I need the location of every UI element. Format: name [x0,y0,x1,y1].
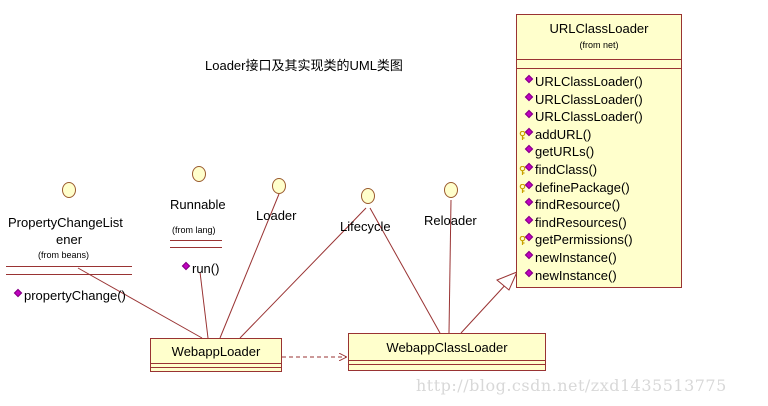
operation-row[interactable]: URLClassLoader() [523,109,643,125]
watermark: http://blog.csdn.net/zxd1435513775 [416,376,727,395]
visibility-marker [519,233,535,246]
property-change-listener-divider-2 [6,274,132,275]
protected-key-icon [519,183,526,193]
public-marker-icon [524,145,534,154]
line-webapploader-loader [219,193,280,339]
webapp-loader-compartment-2 [151,367,281,368]
url-class-loader-name: URLClassLoader [549,21,649,36]
reloader-interface-icon[interactable] [444,182,458,198]
public-marker-icon [524,250,534,260]
operation-row[interactable]: definePackage() [519,179,630,196]
visibility-marker [523,215,535,228]
public-marker-icon [181,261,191,271]
visibility-marker [523,109,535,122]
lifecycle-interface-icon[interactable] [361,188,375,204]
operation-label: URLClassLoader() [535,74,643,89]
operation-row[interactable]: findResource() [523,197,620,213]
loader-interface-icon[interactable] [272,178,286,194]
url-class-loader-class[interactable]: URLClassLoader (from net) URLClassLoader… [516,14,682,288]
visibility-marker [519,162,535,175]
operation-label: newInstance() [535,250,617,265]
operation-row[interactable]: URLClassLoader() [523,74,643,90]
public-marker-icon [524,197,534,207]
url-class-loader-package: (from net) [579,40,619,50]
public-marker-icon [13,288,23,298]
runnable-divider-1 [170,240,222,241]
operation-label: newInstance() [535,267,617,283]
operation-label: findClass() [535,162,598,177]
public-marker-icon [524,162,534,172]
public-marker-icon [524,74,534,84]
runnable-interface-icon[interactable] [192,166,206,182]
operation-label: definePackage() [535,179,630,195]
webapp-class-loader-class[interactable]: WebappClassLoader [348,333,546,371]
operations-compartment [517,68,681,69]
line-webappclassloader-lifecycle [369,207,441,334]
property-change-listener-divider-1 [6,266,132,267]
run-operation[interactable]: run() [180,261,219,277]
webapp-loader-name: WebappLoader [171,344,261,359]
attributes-compartment [517,59,681,60]
operation-row[interactable]: findResources() [523,215,627,231]
operation-row[interactable]: URLClassLoader() [523,92,643,108]
line-webapploader-runnable [199,271,209,339]
public-marker-icon [524,215,534,225]
line-generalization-urlclassloader [460,281,509,334]
public-marker-icon [524,127,534,137]
line-webappclassloader-reloader [448,199,452,334]
reloader-name: Reloader [424,213,477,228]
runnable-package: (from lang) [172,225,216,235]
visibility-marker [523,74,535,87]
property-change-listener-name-line2: ener [56,232,83,247]
operation-label: getPermissions() [535,232,633,248]
visibility-marker [523,145,535,157]
public-marker-icon [524,268,534,277]
line-webapploader-propertychangelistener [77,267,203,339]
operation-label: URLClassLoader() [535,91,643,107]
visibility-marker [523,250,535,263]
operation-label: addURL() [535,126,592,142]
diagram-title: Loader接口及其实现类的UML类图 [205,58,403,73]
protected-key-icon [519,130,526,140]
operation-label: URLClassLoader() [535,109,643,125]
operation-row[interactable]: addURL() [519,126,592,143]
public-marker-icon [524,109,534,119]
operation-row[interactable]: getPermissions() [519,232,633,248]
runnable-divider-2 [170,247,222,248]
operation-row[interactable]: newInstance() [523,250,617,266]
operation-row[interactable]: newInstance() [523,268,617,284]
webapp-loader-class[interactable]: WebappLoader [150,338,282,372]
visibility-marker [523,197,535,210]
property-change-listener-package: (from beans) [38,250,90,260]
webapp-class-loader-compartment-2 [349,364,545,365]
webapp-class-loader-name: WebappClassLoader [386,340,508,355]
visibility-marker [519,180,535,193]
operation-label: getURLs() [535,144,595,160]
line-webapploader-lifecycle [239,207,367,339]
public-marker-icon [524,233,534,242]
operation-row[interactable]: getURLs() [523,144,594,160]
webapp-loader-compartment-1 [151,363,281,364]
property-change-listener-interface-icon[interactable] [62,182,76,198]
visibility-marker [523,268,535,281]
property-change-operation[interactable]: propertyChange() [12,288,126,304]
operation-label: findResource() [535,197,621,213]
protected-key-icon [519,236,526,246]
visibility-marker [519,127,535,140]
loader-name: Loader [256,208,297,223]
public-marker-icon [524,92,534,101]
operation-label: findResources() [535,214,627,230]
public-marker-icon [524,180,534,189]
generalization-arrowhead [496,271,518,291]
runnable-name: Runnable [170,197,226,212]
protected-key-icon [519,166,526,175]
visibility-marker [523,92,535,105]
webapp-class-loader-compartment-1 [349,360,545,361]
lifecycle-name: Lifecycle [340,219,391,234]
property-change-listener-name-line1: PropertyChangeList [8,215,123,230]
operation-row[interactable]: findClass() [519,162,598,178]
